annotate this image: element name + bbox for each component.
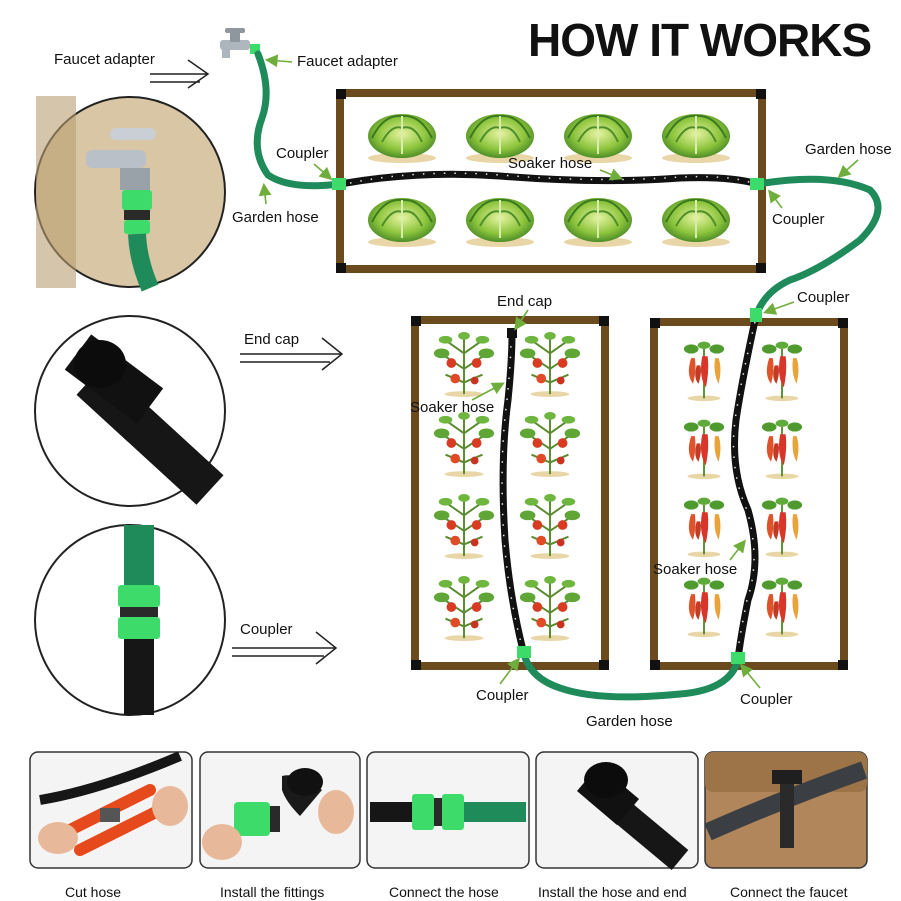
label-faucet-adapter: Faucet adapter (54, 51, 155, 68)
soaker-hose (339, 170, 759, 188)
end-cap-photo (34, 315, 226, 507)
label-pointers (258, 54, 859, 689)
label-soaker-hose: Soaker hose (508, 155, 592, 172)
lettuce-plant (367, 113, 437, 164)
pointer-arrow (729, 539, 746, 561)
coupler-fitting (750, 178, 764, 190)
pepper-bed (650, 318, 848, 670)
pointer-arrow (313, 163, 333, 181)
step-label: Cut hose (65, 884, 121, 900)
pointer-arrow (739, 663, 761, 689)
garden-hose (752, 175, 882, 318)
label-coupler: Coupler (476, 687, 529, 704)
pointer-arrow (258, 182, 272, 205)
lettuce-plant (661, 113, 731, 164)
label-soaker-hose: Soaker hose (653, 561, 737, 578)
step-label: Install the hose and end (538, 884, 687, 900)
end-cap-icon (576, 762, 689, 870)
faucet-icon (220, 28, 260, 58)
coupler-fitting (750, 308, 762, 322)
page-title: HOW IT WORKS (528, 14, 871, 66)
pointer-arrow (264, 54, 293, 68)
pointer-arrow (837, 159, 859, 179)
lettuce-plant (465, 197, 535, 248)
faucet-photo (34, 96, 226, 292)
soaker-hose (731, 315, 760, 661)
label-end-cap: End cap (497, 293, 552, 310)
lettuce-plant (367, 197, 437, 248)
label-garden-hose: Garden hose (805, 141, 892, 158)
step-label: Connect the hose (389, 884, 499, 900)
label-coupler: Coupler (240, 621, 293, 638)
pointer-arrow (762, 301, 795, 315)
scissors-icon (64, 784, 166, 856)
coupler-fitting (731, 652, 745, 664)
soaker-hose-holes (501, 339, 524, 651)
faucet-adapter-arrow (150, 59, 210, 89)
step-label: Connect the faucet (730, 884, 848, 900)
label-end-cap: End cap (244, 331, 299, 348)
pointer-arrow (471, 382, 505, 401)
coupler-fitting (517, 646, 531, 658)
coupler-icon (412, 794, 464, 830)
coupler-arrow (232, 631, 338, 665)
lettuce-plant (563, 197, 633, 248)
step-label: Install the fittings (220, 884, 324, 900)
stake-icon (772, 770, 802, 848)
lettuce-plant (661, 197, 731, 248)
soaker-hose-holes (732, 321, 756, 657)
end-cap-arrow (240, 337, 344, 371)
label-garden-hose: Garden hose (232, 209, 319, 226)
label-garden-hose: Garden hose (586, 713, 673, 730)
pointer-arrow (599, 168, 623, 181)
soaker-hose (499, 333, 528, 655)
label-faucet-adapter: Faucet adapter (297, 53, 398, 70)
end-cap-fitting (507, 328, 517, 338)
step-panel-cut-hose (29, 751, 193, 869)
label-coupler: Coupler (772, 211, 825, 228)
label-soaker-hose: Soaker hose (410, 399, 494, 416)
garden-hose (253, 50, 344, 190)
pointer-arrow (514, 309, 529, 331)
step-panel-install-hose-end (535, 751, 699, 870)
label-coupler: Coupler (797, 289, 850, 306)
pointer-arrow (768, 189, 783, 209)
step-panel-connect-faucet (704, 751, 868, 869)
step-panel-install-fittings (199, 751, 361, 869)
coupler-photo (34, 524, 226, 716)
step-panel-connect-hose (366, 751, 530, 869)
label-coupler: Coupler (740, 691, 793, 708)
label-coupler: Coupler (276, 145, 329, 162)
coupler-fitting (332, 178, 346, 190)
fitting-icon (234, 768, 323, 836)
pointer-arrow (499, 657, 520, 685)
garden-hose (520, 652, 742, 701)
